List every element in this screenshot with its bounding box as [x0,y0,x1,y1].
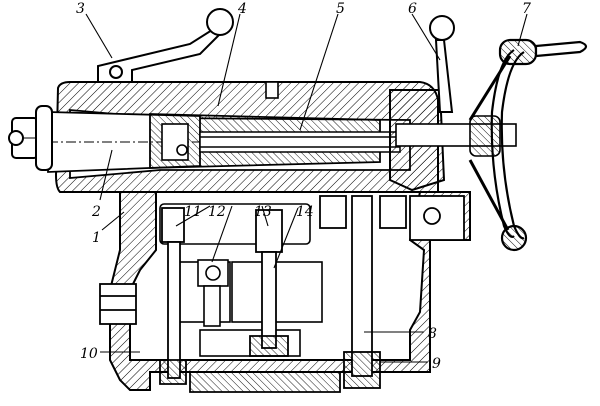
label-4: 4 [237,1,247,17]
label-8: 8 [428,326,437,342]
label-3: 3 [76,1,85,17]
label-7: 7 [522,1,531,17]
nut-block [161,123,189,161]
bolt-11-12 [159,207,187,385]
label-5: 5 [336,1,345,17]
clamp-bolt [99,283,137,325]
callouts: 3 4 5 6 7 2 1 11 12 13 14 8 9 10 [76,1,531,372]
eccentric [197,259,229,327]
label-9: 9 [432,356,441,372]
tail-center [8,105,53,171]
bolt-13 [249,209,289,357]
label-13: 13 [254,204,272,220]
label-10: 10 [80,346,98,362]
label-1: 1 [92,230,101,246]
label-14: 14 [296,204,314,220]
shaft-column [319,195,465,389]
lock-handle [429,15,455,113]
clamp-lever [97,8,234,83]
leader-lines [85,13,528,363]
oil-plug [265,81,279,99]
feed-screw [199,131,401,153]
label-6: 6 [408,1,417,17]
label-11: 11 [184,204,202,220]
handwheel [468,38,588,252]
label-2: 2 [91,204,101,220]
bottom-wedge [189,371,341,393]
label-12: 12 [208,204,226,220]
